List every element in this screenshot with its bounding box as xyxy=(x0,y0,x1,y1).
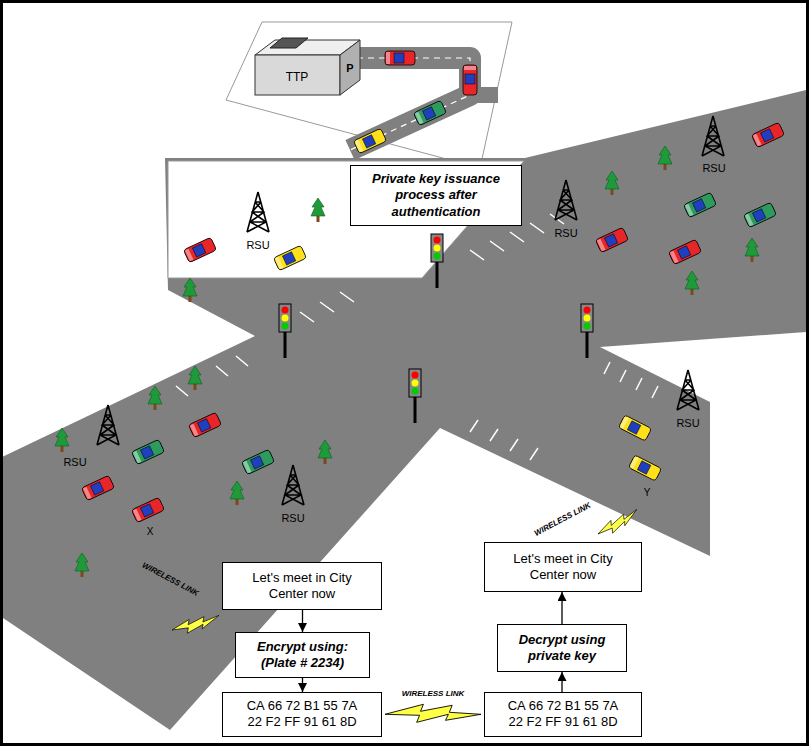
edge-label: WIRELESS LINK xyxy=(400,690,467,699)
message-box: Let's meet in City Center now xyxy=(484,542,642,592)
wireless-label: WIRELESS LINK xyxy=(140,561,199,598)
rsu-label: RSU xyxy=(702,162,725,174)
cipher-box: CA 66 72 B1 55 7A 22 F2 FF 91 61 8D xyxy=(222,692,382,737)
tree xyxy=(183,278,197,302)
car xyxy=(595,227,628,252)
traffic-light xyxy=(279,304,291,358)
rsu-tower xyxy=(247,192,269,232)
tree xyxy=(75,553,89,577)
tree xyxy=(745,238,759,262)
car-y xyxy=(628,455,661,481)
car xyxy=(273,245,306,270)
tree xyxy=(311,198,325,222)
car xyxy=(743,202,776,227)
rsu-label: RSU xyxy=(676,417,699,429)
parking-sign: P xyxy=(346,62,353,74)
wireless-label: WIRELESS LINK xyxy=(533,501,592,538)
tree xyxy=(148,386,162,410)
process-box: Private key issuance process after authe… xyxy=(350,165,522,226)
rsu-tower xyxy=(555,180,577,220)
wireless-bolt xyxy=(595,509,642,537)
ttp-platform xyxy=(226,22,512,168)
car xyxy=(463,65,477,95)
building-side xyxy=(340,40,360,95)
car-x xyxy=(131,497,164,522)
parking-lines xyxy=(176,214,658,460)
box-text: Let's meet in City Center now xyxy=(237,570,367,603)
car xyxy=(751,122,784,147)
wireless-link xyxy=(385,704,481,722)
flow-arrow xyxy=(302,678,303,692)
flow-arrow xyxy=(561,672,562,692)
road xyxy=(0,90,806,730)
side-road-area xyxy=(168,161,524,278)
tree xyxy=(605,171,619,195)
tree xyxy=(685,271,699,295)
building-front xyxy=(255,55,340,95)
rsu-label: RSU xyxy=(554,227,577,239)
box-text: Private key issuance process after authe… xyxy=(358,171,514,220)
rsu-tower xyxy=(282,465,304,505)
rsu-tower xyxy=(677,370,699,410)
traffic-light xyxy=(409,369,421,423)
cipher-box: CA 66 72 B1 55 7A 22 F2 FF 91 61 8D xyxy=(484,692,642,737)
flow-arrow xyxy=(561,592,562,624)
building-label: TTP xyxy=(286,71,309,84)
vehicle-label: Y xyxy=(644,487,651,498)
tree xyxy=(230,481,244,505)
car xyxy=(241,449,274,474)
tree xyxy=(658,146,672,170)
car xyxy=(131,439,164,464)
building-roof-block xyxy=(270,38,308,48)
process-box: Encrypt using: (Plate # 2234) xyxy=(235,632,370,678)
car xyxy=(353,128,386,153)
car xyxy=(618,415,651,441)
rsu-tower xyxy=(702,116,724,156)
car xyxy=(81,475,114,500)
car xyxy=(668,239,701,264)
rsu-label: RSU xyxy=(281,512,304,524)
rsu-label: RSU xyxy=(63,456,86,468)
tree xyxy=(188,366,202,390)
box-text: Let's meet in City Center now xyxy=(498,551,628,584)
car xyxy=(385,51,415,65)
car xyxy=(183,237,216,262)
vehicle-label: X xyxy=(147,526,154,537)
traffic-light xyxy=(431,234,443,288)
flow-arrow xyxy=(302,610,303,632)
wireless-bolt xyxy=(171,615,220,634)
rsu-tower xyxy=(97,405,119,445)
message-box: Let's meet in City Center now xyxy=(222,562,382,610)
car xyxy=(413,100,446,125)
box-text: Decrypt using private key xyxy=(506,632,618,665)
box-text: CA 66 72 B1 55 7A 22 F2 FF 91 61 8D xyxy=(502,698,624,731)
box-text: Encrypt using: (Plate # 2234) xyxy=(248,639,358,672)
car xyxy=(188,412,221,437)
car xyxy=(683,192,716,217)
tree xyxy=(318,440,332,464)
box-text: CA 66 72 B1 55 7A 22 F2 FF 91 61 8D xyxy=(241,698,363,731)
traffic-light xyxy=(581,304,593,358)
process-box: Decrypt using private key xyxy=(497,624,627,672)
tree xyxy=(55,428,69,452)
rsu-label: RSU xyxy=(246,239,269,251)
